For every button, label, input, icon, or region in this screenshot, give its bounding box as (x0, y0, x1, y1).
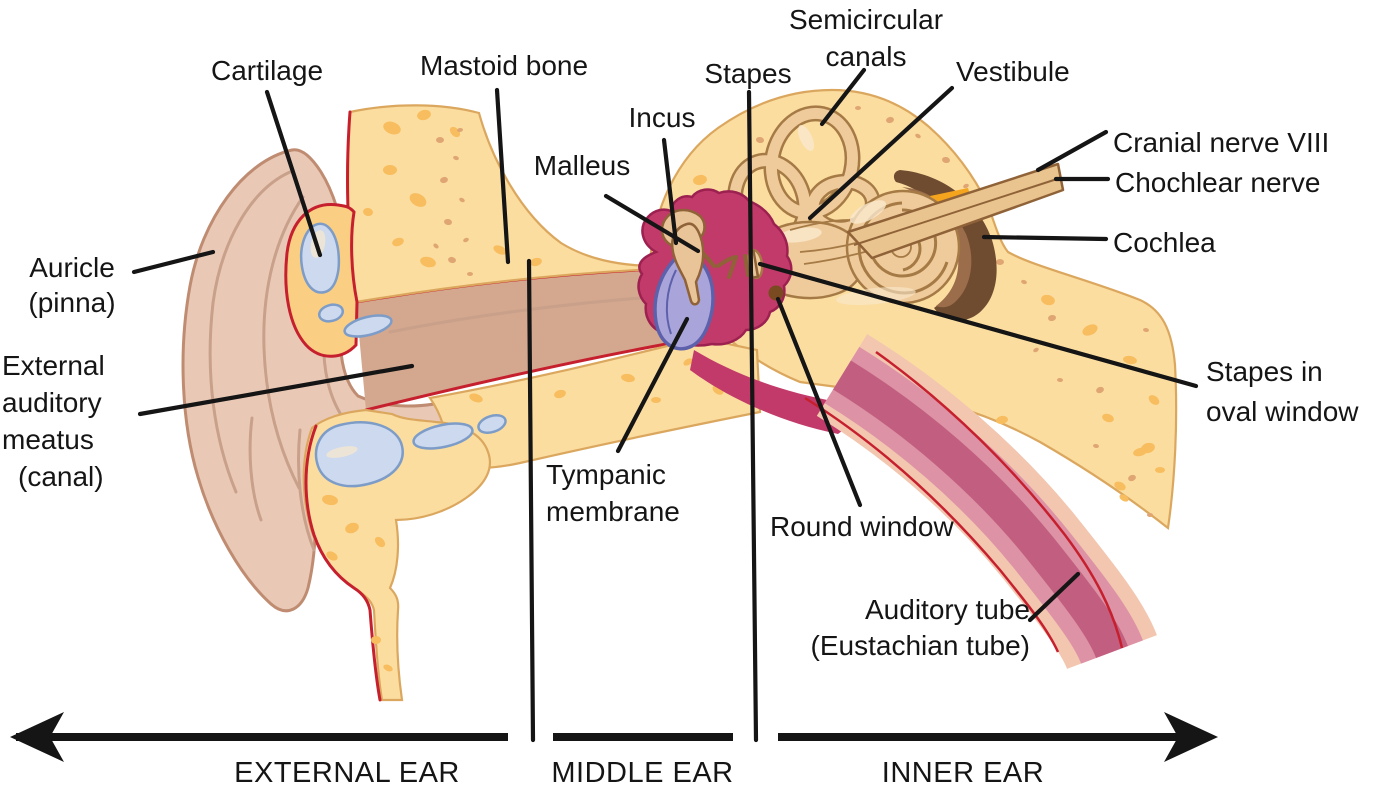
label-cochlea: Cochlea (1113, 227, 1216, 258)
label-round-window: Round window (770, 511, 954, 542)
divider-middle-inner-stapes (746, 89, 759, 743)
malleus-shape (671, 222, 705, 306)
label-stapes: Stapes (704, 58, 792, 89)
section-label-external-ear: EXTERNAL EAR (234, 757, 460, 788)
label-auditory-tube: Auditory tube (Eustachian tube) (810, 594, 1030, 661)
leader-incus (661, 137, 679, 246)
leader-auricle (131, 249, 216, 275)
leader-malleus (603, 193, 701, 254)
arrowhead-right (1164, 712, 1218, 762)
leader-round-window (775, 296, 863, 508)
label-vestibule: Vestibule (956, 56, 1070, 87)
label-cranial-nerve-viii: Cranial nerve VIII (1113, 127, 1330, 158)
label-tympanic-membrane: Tympanic membrane (546, 459, 680, 527)
label-auricle: Auricle (pinna) (28, 252, 116, 318)
leader-vestibule (807, 85, 955, 221)
auditory-tube-shape (804, 334, 1157, 671)
label-malleus: Malleus (533, 150, 631, 181)
section-axis (10, 712, 1218, 762)
section-label-middle-ear: MIDDLE EAR (551, 757, 734, 788)
cochlear-nerve-shape (846, 162, 1065, 260)
leader-mastoid-bone (494, 87, 511, 265)
leader-semicircular-canals (819, 67, 867, 127)
leader-stapes-oval-window (757, 261, 1199, 389)
arrowhead-left (10, 712, 64, 762)
label-cartilage: Cartilage (210, 55, 324, 86)
leader-auditory-tube (1027, 571, 1081, 623)
leader-tympanic-membrane (615, 316, 690, 454)
leader-lines (131, 67, 1199, 743)
round-window-dot (768, 285, 784, 301)
label-cochlear-nerve: Chochlear nerve (1115, 167, 1321, 198)
label-mastoid-bone: Mastoid bone (419, 50, 589, 81)
label-incus: Incus (628, 102, 696, 133)
label-stapes-in-oval-window: Stapes in oval window (1206, 356, 1359, 427)
label-external-auditory-meatus: External auditory meatus (canal) (2, 350, 105, 492)
cartilage-shape (284, 203, 507, 488)
divider-external-middle (526, 258, 536, 743)
leader-cranial-nerve (1035, 129, 1109, 173)
leader-external-auditory-meatus (137, 363, 415, 417)
leader-cochlea (981, 234, 1109, 242)
section-label-inner-ear: INNER EAR (881, 757, 1045, 788)
leader-cartilage (264, 89, 323, 258)
label-semicircular-canals: Semicircular canals (788, 4, 944, 72)
